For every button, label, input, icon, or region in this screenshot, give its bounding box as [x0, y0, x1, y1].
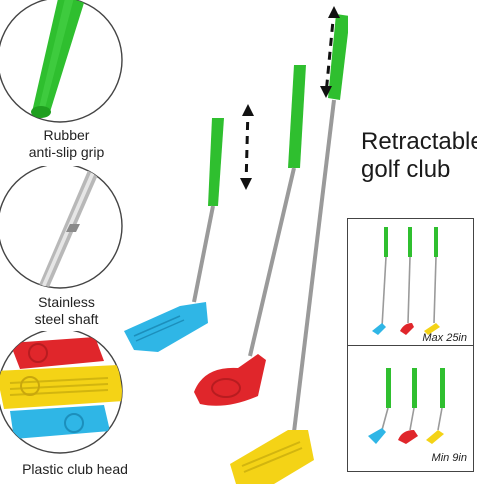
extend-arrow-icon: [240, 6, 340, 190]
golf-clubs-illustration: [118, 0, 348, 486]
size-comparison-panel: Max 25in Min 9in: [347, 218, 474, 472]
yellow-club-icon: [230, 14, 348, 484]
headline: Retractable golf club: [361, 128, 477, 183]
min-yellow-club-icon: [426, 368, 445, 444]
max-blue-club-icon: [372, 227, 388, 335]
max-yellow-club-icon: [424, 227, 440, 335]
min-blue-club-icon: [368, 368, 391, 444]
callout-grip-circle: [0, 0, 133, 133]
red-club-icon: [194, 65, 306, 406]
max-red-club-icon: [400, 227, 414, 335]
head-callout-label: Plastic club head: [22, 461, 128, 477]
max-length-section: Max 25in: [348, 219, 473, 344]
callout-shaft-circle: [0, 166, 133, 299]
panel-divider: [348, 345, 473, 346]
min-length-caption: Min 9in: [431, 452, 467, 464]
min-red-club-icon: [398, 368, 418, 444]
callout-head-circle: [0, 331, 133, 464]
grip-callout-label: Rubber anti-slip grip: [28, 127, 105, 160]
blue-club-icon: [124, 118, 224, 352]
shaft-callout-label: Stainless steel shaft: [34, 294, 99, 327]
min-length-section: Min 9in: [348, 346, 473, 471]
max-length-caption: Max 25in: [422, 332, 467, 344]
